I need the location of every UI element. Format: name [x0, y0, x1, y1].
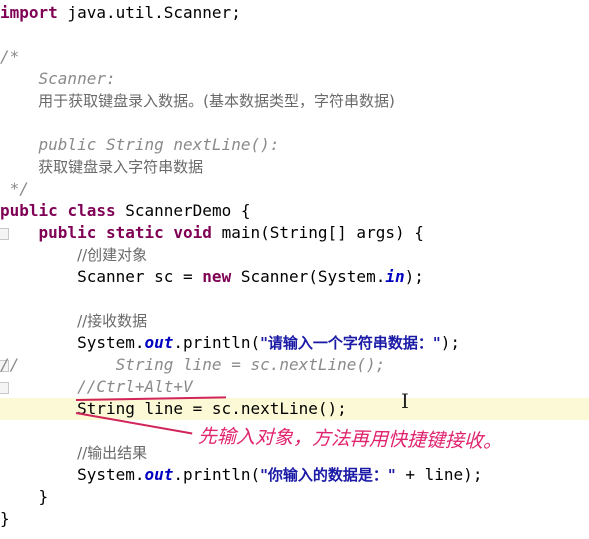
code-line-main-decl: public static void main(String[] args) { — [0, 222, 589, 244]
code-line-1: import java.util.Scanner; — [0, 2, 589, 24]
comment: /* — [0, 47, 20, 66]
code-text: ); — [440, 333, 461, 352]
comment: //Ctrl+Alt+V — [77, 377, 193, 396]
class-name: ScannerDemo { — [115, 201, 251, 220]
comment: 获取键盘录入字符串数据 — [0, 158, 204, 176]
code-text: System. — [77, 465, 145, 484]
code-line-close-main: } — [0, 486, 589, 508]
comment: */ — [0, 179, 29, 198]
comment: //创建对象 — [77, 246, 148, 264]
text-cursor-icon: I — [401, 389, 409, 413]
keyword: void — [173, 223, 212, 242]
code-text: ); — [404, 267, 424, 286]
fold-marker[interactable] — [0, 360, 9, 372]
code-line-doc-method-desc: 获取键盘录入字符串数据 — [0, 156, 589, 178]
keyword: public — [38, 223, 97, 242]
code-line-doc-method: public String nextLine(): — [0, 134, 589, 156]
comment: String line = sc.nextLine(); — [115, 355, 386, 374]
code-line-println-prompt: System.out.println("请输入一个字符串数据："); — [0, 332, 589, 354]
code-text: Scanner(System. — [231, 267, 386, 286]
code-line-comment-output: //输出结果 — [0, 442, 589, 464]
keyword: import — [0, 3, 58, 22]
static-field: out — [144, 465, 174, 484]
code-line-scanner-new: Scanner sc = new Scanner(System.in); — [0, 266, 589, 288]
code-line-close-class: } — [0, 508, 589, 530]
static-field: out — [144, 333, 174, 352]
code-text: System. — [77, 333, 145, 352]
keyword: static — [105, 223, 164, 242]
comment: //输出结果 — [77, 444, 148, 462]
code-line-commented-out: // String line = sc.nextLine(); — [0, 354, 589, 376]
code-line-comment-receive: //接收数据 — [0, 310, 589, 332]
code-text: Scanner sc = — [77, 267, 203, 286]
comment: // — [0, 355, 20, 374]
import-path: java.util.Scanner; — [57, 3, 241, 22]
string-literal: "你输入的数据是：" — [260, 466, 396, 484]
keyword: public — [0, 201, 58, 220]
code-line-doc-scanner-desc: 用于获取键盘录入数据。(基本数据类型，字符串数据) — [0, 90, 589, 112]
handwritten-note: 先输入对象，方法再用快捷键接收。 — [197, 425, 503, 453]
static-field: in — [385, 267, 405, 286]
code-text: .println( — [173, 465, 261, 484]
code-line-println-result: System.out.println("你输入的数据是：" + line); — [0, 464, 589, 486]
fold-marker[interactable] — [0, 382, 9, 394]
code-line-current[interactable]: String line = sc.nextLine(); — [0, 398, 589, 420]
code-line-doc-open: /* — [0, 46, 589, 68]
comment: 用于获取键盘录入数据。(基本数据类型，字符串数据) — [0, 92, 395, 110]
code-line-comment-shortcut: //Ctrl+Alt+V — [0, 376, 589, 398]
code-text: .println( — [173, 333, 261, 352]
code-line-comment-create: //创建对象 — [0, 244, 589, 266]
comment: public String nextLine(): — [0, 135, 280, 154]
brace: } — [0, 509, 10, 528]
keyword: class — [67, 201, 116, 220]
code-line-class-decl: public class ScannerDemo { — [0, 200, 589, 222]
comment: Scanner: — [0, 69, 116, 88]
code-text: + line); — [395, 465, 483, 484]
fold-marker[interactable] — [0, 228, 9, 240]
method-signature: main(String[] args) { — [211, 223, 424, 242]
comment: //接收数据 — [77, 312, 148, 330]
brace: } — [38, 487, 49, 506]
code-line-doc-close: */ — [0, 178, 589, 200]
string-literal: "请输入一个字符串数据：" — [260, 334, 441, 352]
code-text: String line = sc.nextLine(); — [77, 399, 347, 418]
code-line-doc-scanner: Scanner: — [0, 68, 589, 90]
keyword: new — [202, 267, 232, 286]
